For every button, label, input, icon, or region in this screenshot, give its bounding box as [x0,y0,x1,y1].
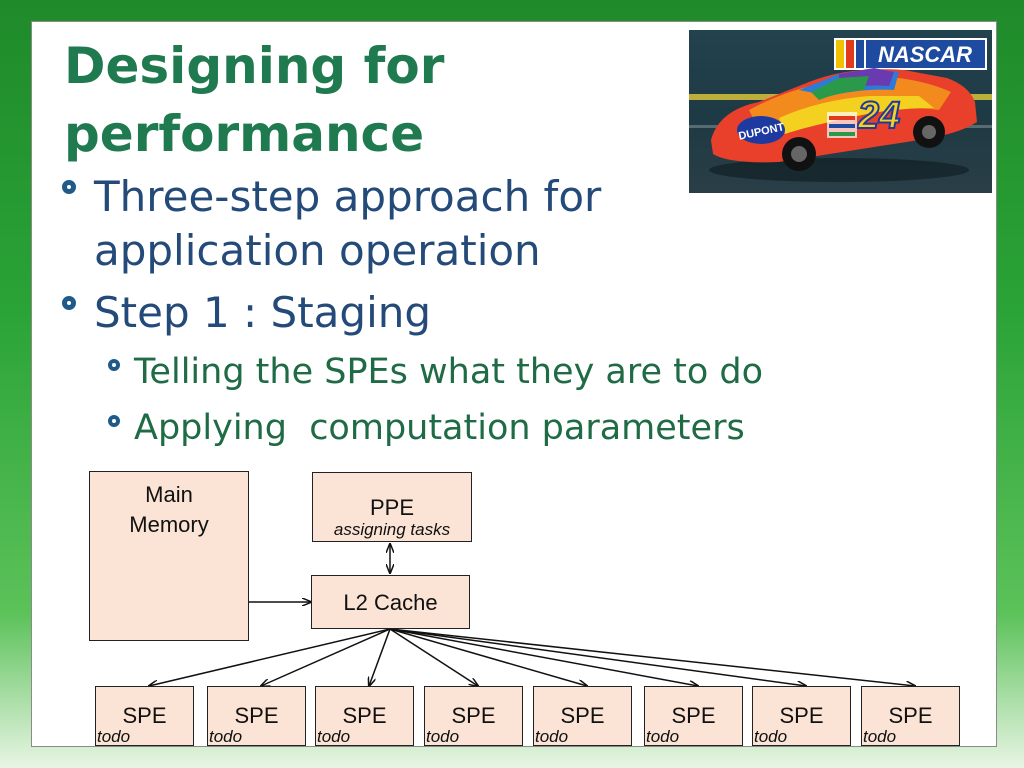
sub-bullet-ring-icon [108,415,120,427]
sub-bullet-text: Applying computation parameters [134,408,745,448]
spe-sub-label: todo [317,727,351,746]
spe-label: SPE [342,703,387,728]
spe-label: SPE [779,703,824,728]
sub-bullet-item: Applying computation parameters [108,406,908,450]
main-memory-label: Main Memory [129,482,209,537]
l2-to-spe-arrow [389,628,478,686]
ppe-sub-label: assigning tasks [333,520,451,539]
spe-sub-label: todo [646,727,680,746]
spe-sub-label: todo [209,727,243,746]
l2-to-spe-arrow [389,628,698,686]
sub-bullet-text: Telling the SPEs what they are to do [134,352,764,392]
race-car-photo: NASCAR DUPONT 24 [689,30,992,193]
l2-cache-label: L2 Cache [343,590,438,615]
diagram-connectors [32,22,998,748]
l2-to-spe-arrow [389,628,806,686]
ppe-label: PPE [369,495,415,520]
spe-sub-label: todo [97,727,131,746]
sub-bullet-ring-icon [108,359,120,371]
car-number: 24 [857,95,900,137]
l2-to-spe-arrow [149,628,391,686]
spe-label: SPE [888,703,933,728]
slide: Designing for performance NASCAR [31,21,997,747]
race-car: DUPONT 24 [709,68,977,182]
bullet-item: Step 1 : Staging [62,286,762,340]
slide-title: Designing for performance [64,37,445,163]
l2-to-spe-arrow [389,628,915,686]
nascar-logo-text: NASCAR [878,42,972,67]
bullet-ring-icon [62,180,76,194]
l2-to-spe-arrow [389,628,587,686]
sub-bullet-item: Telling the SPEs what they are to do [108,350,908,394]
nascar-logo: NASCAR [834,38,987,70]
l2-to-spe-arrow [261,628,391,686]
spe-sub-label: todo [535,727,569,746]
spe-sub-label: todo [426,727,460,746]
bullet-item: Three-step approach for application oper… [62,170,662,278]
bullet-text: Three-step approach for application oper… [94,172,602,275]
spe-sub-label: todo [754,727,788,746]
spe-label: SPE [234,703,279,728]
spe-label: SPE [560,703,605,728]
l2-to-spe-arrows [149,628,915,686]
spe-label: SPE [671,703,716,728]
spe-label: SPE [451,703,496,728]
race-car-image: NASCAR DUPONT 24 [689,38,992,182]
spe-label: SPE [122,703,167,728]
bullet-ring-icon [62,296,76,310]
ppe-box: PPE assigning tasks [312,472,472,542]
l2-cache-box: L2 Cache [311,575,470,629]
spe-sub-label: todo [863,727,897,746]
l2-to-spe-arrow [369,628,391,686]
main-memory-box: Main Memory [89,471,249,641]
bullet-text: Step 1 : Staging [94,288,432,337]
